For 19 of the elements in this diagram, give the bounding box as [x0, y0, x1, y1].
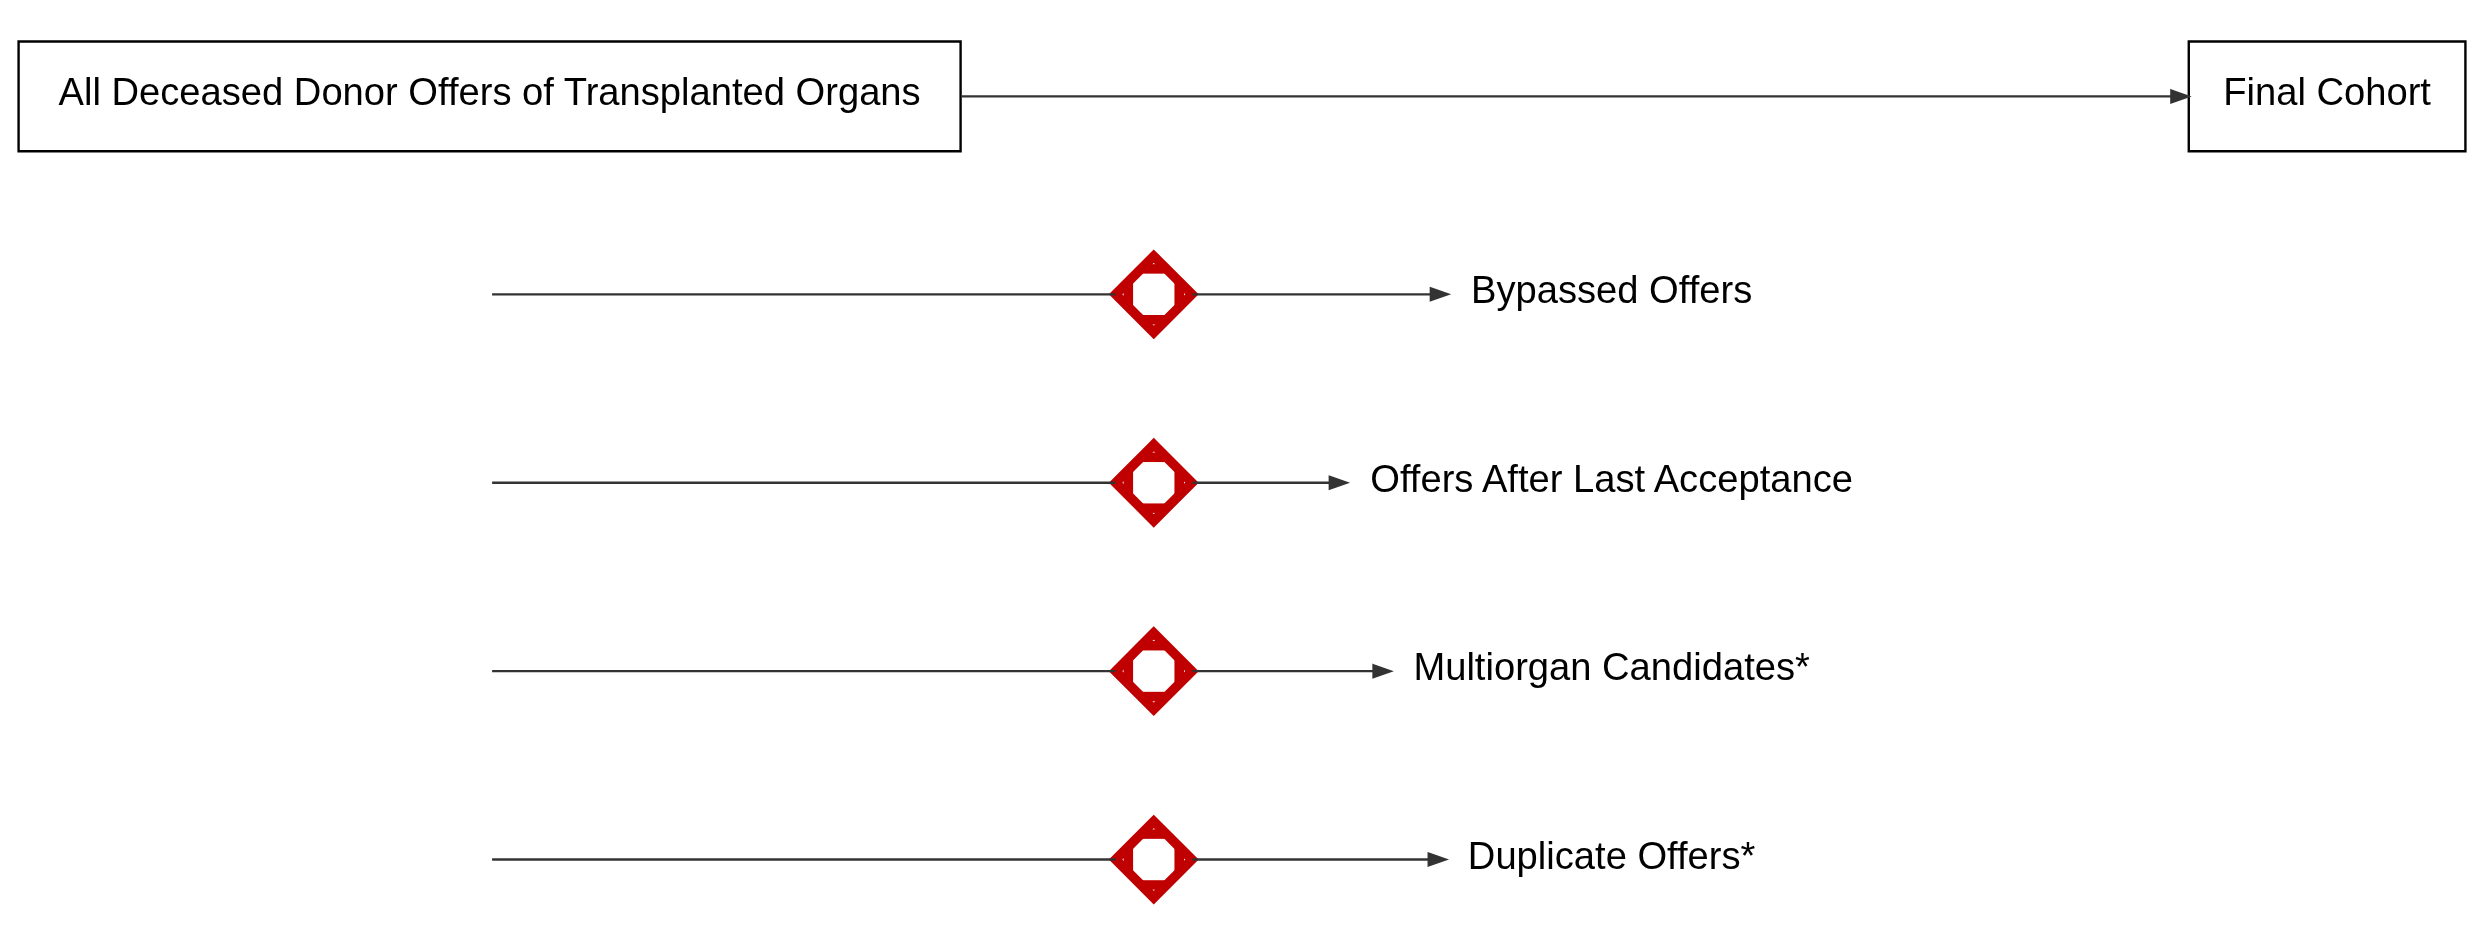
node-text: Bypassed Offers [1471, 267, 1753, 311]
arrow [1192, 663, 1394, 679]
node-box: Final Cohort [2187, 39, 2467, 152]
arrow [961, 88, 2192, 104]
node-text: Offers After Last Acceptance [1370, 456, 1853, 500]
arrow [1192, 286, 1452, 302]
arrow [1192, 474, 1351, 490]
node-cross [1108, 814, 1199, 904]
node-cross [1108, 625, 1199, 716]
node-text: Duplicate Offers* [1467, 833, 1756, 877]
node-box: All Deceased Donor Offers of Transplanted Organs [17, 39, 962, 152]
connector [492, 669, 1116, 672]
arrow [1192, 851, 1450, 867]
node-cross [1108, 437, 1199, 528]
node-text: Multiorgan Candidates* [1413, 644, 1810, 688]
node-cross [1108, 248, 1199, 339]
connector [492, 292, 1116, 295]
connector [492, 857, 1116, 861]
connector [492, 481, 1116, 484]
